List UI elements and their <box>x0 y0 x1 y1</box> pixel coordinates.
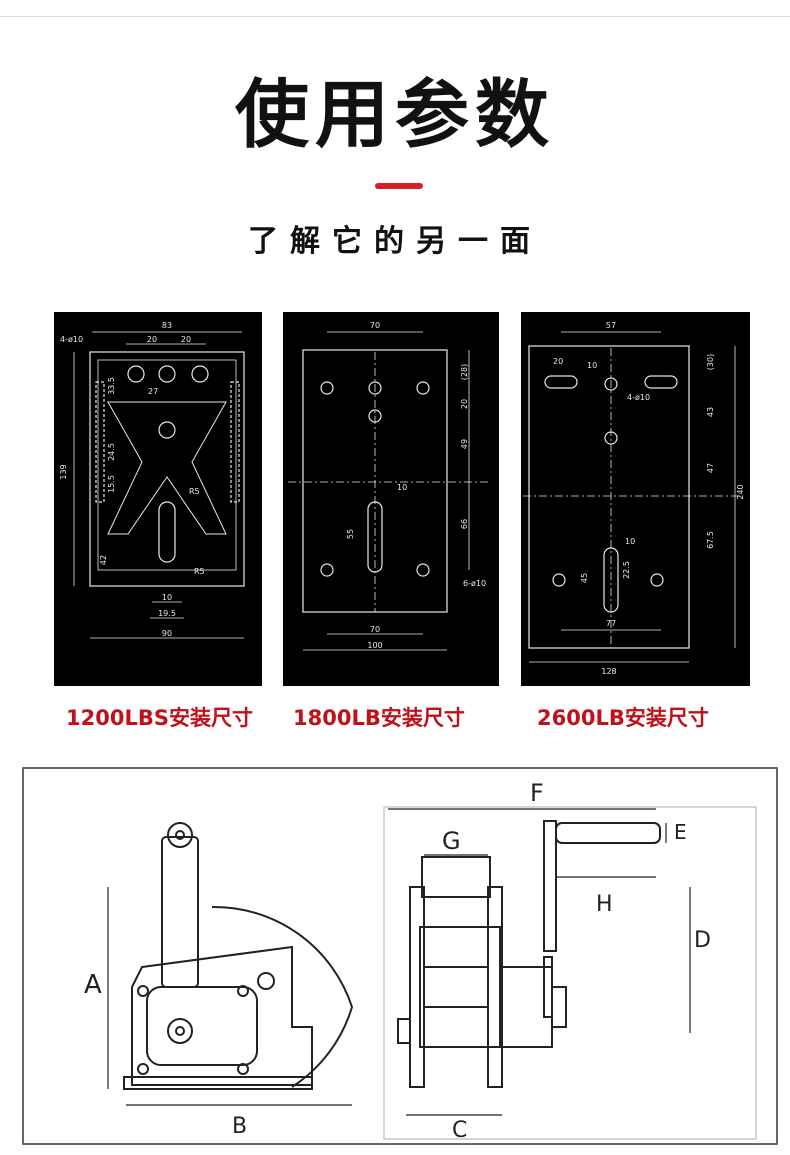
dim-label: 33.5 <box>107 377 116 395</box>
caption-1800lb: 1800LB安装尺寸 <box>293 706 465 730</box>
dim-label: 139 <box>59 464 68 479</box>
winch-label-a: A <box>84 970 102 1000</box>
dim-label: 77 <box>606 619 616 628</box>
top-divider <box>0 16 790 17</box>
winch-label-f: F <box>530 779 544 807</box>
winch-label-e: E <box>674 820 687 844</box>
drawing-1800lb: 70 (28) 20 49 10 55 66 6-ø10 70 100 <box>283 312 499 686</box>
dim-label: 19.5 <box>158 609 176 618</box>
dim-label: 66 <box>460 519 469 529</box>
dim-label: 90 <box>162 629 172 638</box>
title-accent-bar <box>375 183 423 189</box>
winch-label-h: H <box>596 892 613 917</box>
dim-label: 4-ø10 <box>627 393 650 402</box>
dim-label: 20 <box>147 335 157 344</box>
dim-label: 20 <box>181 335 191 344</box>
dim-label: 100 <box>367 641 382 650</box>
dim-label: 83 <box>162 321 172 330</box>
dim-label: 55 <box>346 529 355 539</box>
dim-label: 10 <box>397 483 407 492</box>
caption-2600lb: 2600LB安装尺寸 <box>537 706 709 730</box>
dim-label: 42 <box>99 555 108 565</box>
dim-label: 10 <box>625 537 635 546</box>
winch-label-g: G <box>442 827 461 855</box>
dim-label: 20 <box>460 399 469 409</box>
page-title: 使用参数 <box>235 72 555 158</box>
dim-label: 128 <box>601 667 616 676</box>
dim-label: 57 <box>606 321 616 330</box>
dim-label: 70 <box>370 321 380 330</box>
page-subtitle: 了解它的另一面 <box>248 224 542 259</box>
dim-label: 6-ø10 <box>463 579 486 588</box>
dim-label: 24.5 <box>107 443 116 461</box>
dim-label: 43 <box>706 407 715 417</box>
dim-label: 10 <box>587 361 597 370</box>
winch-label-d: D <box>694 928 711 953</box>
dim-label: R5 <box>189 487 200 496</box>
dim-label: 49 <box>460 439 469 449</box>
dim-label: (30) <box>706 354 715 370</box>
dim-label: 22.5 <box>622 561 631 579</box>
winch-label-b: B <box>232 1114 247 1139</box>
dim-label: 240 <box>736 484 745 499</box>
dim-label: 27 <box>148 387 158 396</box>
dim-label: 4-ø10 <box>60 335 83 344</box>
dim-label: 70 <box>370 625 380 634</box>
dim-label: R5 <box>194 567 205 576</box>
winch-dimension-diagram: A B F G E H D C <box>22 767 778 1145</box>
dim-label: 47 <box>706 463 715 473</box>
dim-label: 15.5 <box>107 475 116 493</box>
caption-1200lbs: 1200LBS安装尺寸 <box>66 706 253 730</box>
dim-label: (28) <box>460 364 469 380</box>
drawing-2600lb: 57 20 10 4-ø10 (30) 43 47 240 10 67.5 45… <box>521 312 750 686</box>
winch-label-c: C <box>452 1118 467 1143</box>
drawing-1200lbs: 83 20 20 4-ø10 139 33.5 27 24.5 15.5 42 … <box>54 312 262 686</box>
dim-label: 10 <box>162 593 172 602</box>
dim-label: 67.5 <box>706 531 715 549</box>
dim-label: 45 <box>580 573 589 583</box>
dim-label: 20 <box>553 357 563 366</box>
